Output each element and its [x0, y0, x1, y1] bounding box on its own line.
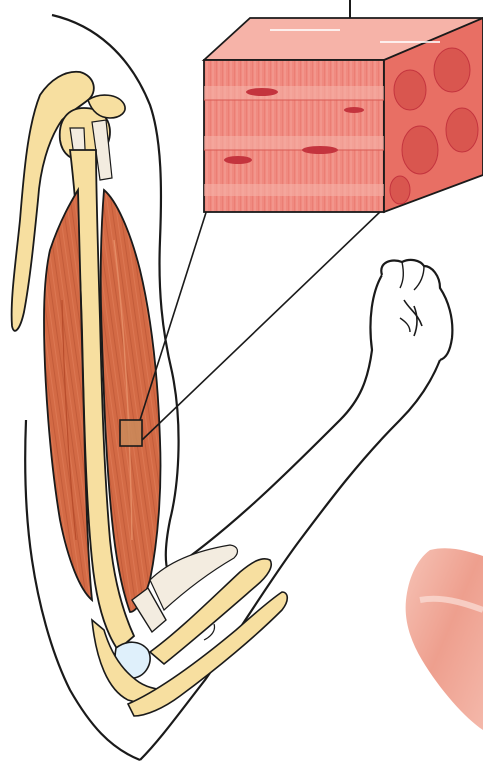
forearm-skin-outline [168, 275, 382, 572]
muscle-tissue-block-icon [204, 18, 483, 212]
fist-icon [381, 260, 452, 360]
zoom-region-box [120, 420, 142, 446]
inset-tissue-image [406, 548, 483, 730]
zoom-line-right [142, 210, 382, 440]
